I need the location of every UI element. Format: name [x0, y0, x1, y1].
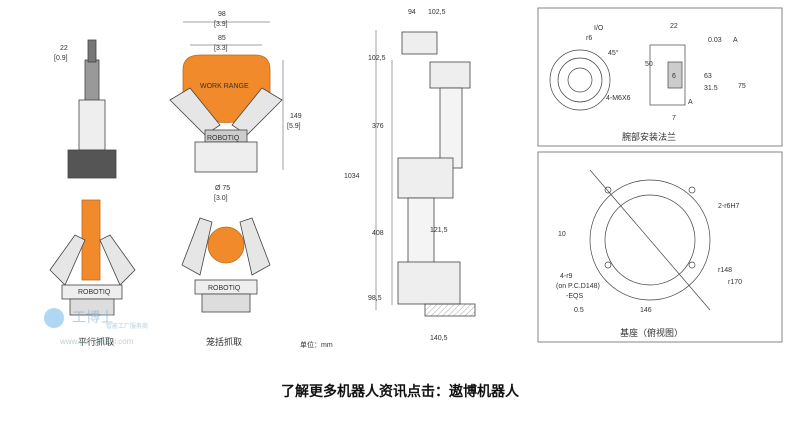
base-drawing — [589, 169, 711, 311]
base-r170: r170 — [728, 279, 742, 286]
fl-7: 7 — [672, 115, 676, 122]
encompass-grip-view — [181, 217, 271, 313]
bottom-dim-75: Ø 75 — [215, 185, 230, 192]
watermark-logo-icon: 工博士 智能工厂服务商 www.gongboshi.com — [44, 308, 148, 346]
top-dim-85: 85 — [218, 35, 226, 42]
side-dim-149: 149 — [290, 113, 302, 120]
fl-003: 0.03 — [708, 37, 722, 44]
arm-dim-376: 376 — [372, 123, 384, 130]
base-pcd: (on P.C.D148) — [556, 283, 600, 290]
fl-r6: r6 — [586, 35, 592, 42]
fl-m6: 4-M6X6 — [606, 95, 631, 102]
fl-315: 31.5 — [704, 85, 718, 92]
fl-75: 75 — [738, 83, 746, 90]
svg-text:智能工厂服务商: 智能工厂服务商 — [106, 322, 148, 330]
svg-text:工博士: 工博士 — [72, 309, 114, 326]
mode-parallel: 平行抓取 — [78, 336, 114, 348]
arm-dim-94: 94 — [408, 9, 416, 16]
base-2r6: 2-r6H7 — [718, 203, 740, 210]
base-r148: r148 — [718, 267, 732, 274]
top-dim-85-in: [3.3] — [214, 45, 228, 52]
base-05: 0.5 — [574, 307, 584, 314]
brand-label-2: ROBOTIQ — [78, 289, 111, 296]
fl-22: 22 — [670, 23, 678, 30]
robot-arm-view — [397, 31, 476, 317]
fl-63: 63 — [704, 73, 712, 80]
base-10: 10 — [558, 231, 566, 238]
arm-dim-102-top: 102,5 — [428, 9, 446, 16]
arm-dim-102-left: 102,5 — [368, 55, 386, 62]
side-dim-149-in: [5.9] — [287, 123, 301, 130]
arm-dim-140: 140,5 — [430, 335, 448, 342]
top-dim-98-in: [3.9] — [214, 21, 228, 28]
top-dim-98: 98 — [218, 11, 226, 18]
arm-dim-1034: 1034 — [344, 173, 360, 180]
fl-io: I/O — [594, 25, 604, 32]
bottom-dim-75-in: [3.0] — [214, 195, 228, 202]
brand-label: ROBOTIQ — [207, 135, 240, 142]
fl-50: 50 — [645, 61, 653, 68]
left-dim-in: [0.9] — [54, 55, 68, 62]
parallel-grip-view — [49, 199, 136, 316]
fl-A1: A — [733, 37, 738, 44]
left-dim: 22 — [60, 45, 68, 52]
fl-A2: A — [688, 99, 693, 106]
units-label: 单位：mm — [300, 340, 333, 349]
arm-dim-408: 408 — [372, 230, 384, 237]
flange-panel-frame — [537, 7, 783, 147]
flange-drawing — [549, 44, 686, 111]
mode-encompass: 笼括抓取 — [206, 336, 242, 348]
gripper-work-range-view — [169, 54, 283, 173]
base-eqs: -EQS — [566, 293, 583, 300]
brand-label-3: ROBOTIQ — [208, 285, 241, 292]
svg-text:www.gongboshi.com: www.gongboshi.com — [59, 337, 134, 346]
base-title: 基座（俯视图） — [620, 327, 683, 339]
fl-45: 45° — [608, 49, 619, 57]
technical-drawing: 22 [0.9] WORK RANGE ROBOTIQ 98 [3.9] 85 … — [49, 7, 783, 349]
gripper-front-view — [67, 39, 117, 179]
base-146: 146 — [640, 307, 652, 314]
footer-link[interactable]: 了解更多机器人资讯点击：遨博机器人 — [281, 384, 519, 400]
fl-6: 6 — [672, 73, 676, 80]
arm-dim-121: 121,5 — [430, 227, 448, 234]
base-panel-frame — [537, 151, 783, 343]
arm-dim-98: 98,5 — [368, 295, 382, 302]
flange-title: 腕部安装法兰 — [622, 131, 676, 143]
work-range-label: WORK RANGE — [200, 83, 249, 90]
watermark: 工博士 智能工厂服务商 www.gongboshi.com — [40, 300, 160, 350]
base-4r9: 4-r9 — [560, 273, 573, 280]
